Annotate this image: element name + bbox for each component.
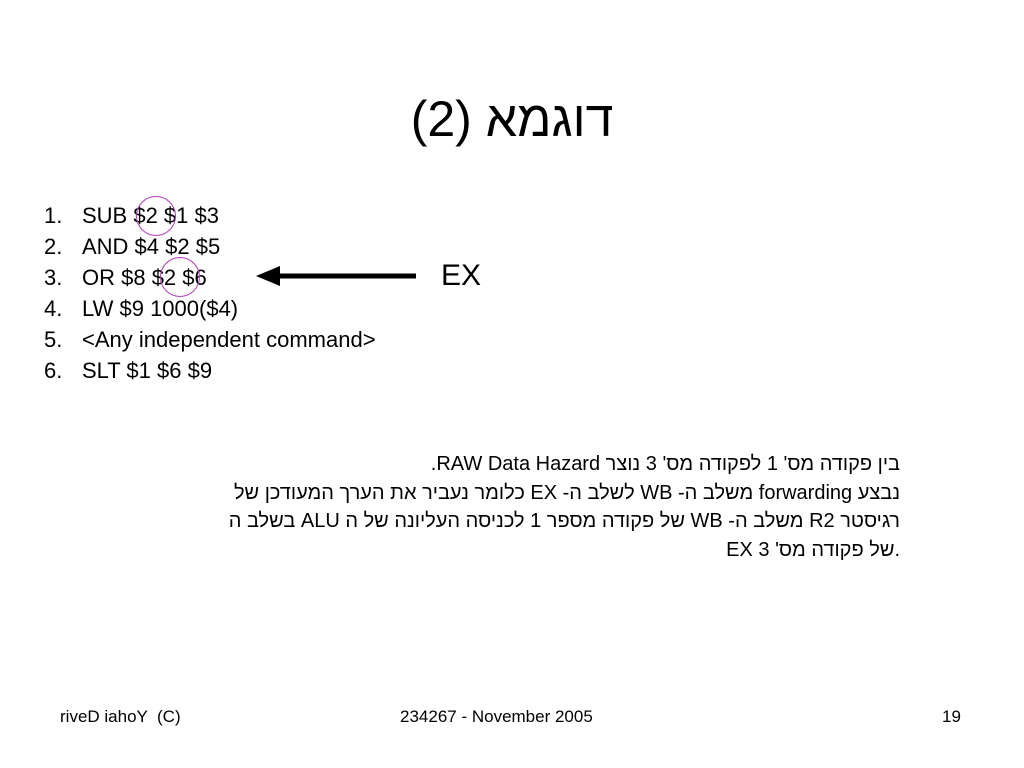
instruction-text: LW $9 1000($4) (82, 296, 239, 321)
instruction-item: 6. SLT $1 $6 $9 (44, 355, 376, 386)
explanation-line: נבצע forwarding משלב ה- WB לשלב ה- EX כל… (233, 481, 900, 504)
instruction-item: 4. LW $9 1000($4) (44, 293, 376, 324)
ex-stage-label: EX (441, 259, 482, 292)
arrow-left-icon (256, 266, 416, 286)
instruction-item: 2. AND $4 $2 $5 (44, 231, 376, 262)
instruction-number: 2. (44, 234, 63, 259)
instruction-list: 1. SUB $2 $1 $3 2. AND $4 $2 $5 3. OR $8… (44, 200, 376, 386)
instruction-text: SLT $1 $6 $9 (82, 358, 213, 383)
register-highlight-circle-or (160, 257, 200, 297)
explanation-line: בין פקודה מס' 1 לפקודה מס' 3 נוצר RAW Da… (430, 453, 900, 475)
instruction-text: AND $4 $2 $5 (82, 234, 221, 259)
instruction-number: 6. (44, 358, 63, 383)
instruction-item: 1. SUB $2 $1 $3 (44, 200, 376, 231)
explanation-line: EX של פקודה מס' 3. (726, 538, 900, 561)
instruction-number: 1. (44, 203, 63, 228)
instruction-number: 5. (44, 327, 63, 352)
instruction-item: 5. <Any independent command> (44, 324, 376, 355)
slide-title: דוגמא (2) (410, 91, 614, 147)
footer-copyright: riveD iahoY (C) (60, 707, 181, 726)
register-highlight-circle-sub (136, 196, 176, 236)
explanation-paragraph: בין פקודה מס' 1 לפקודה מס' 3 נוצר RAW Da… (70, 450, 900, 564)
instruction-text: <Any independent command> (82, 327, 376, 352)
footer-page-number: 19 (942, 707, 961, 726)
instruction-number: 3. (44, 265, 63, 290)
instruction-number: 4. (44, 296, 63, 321)
explanation-line: רגיסטר R2 משלב ה- WB של פקודה מספר 1 לכנ… (228, 510, 900, 532)
footer-course-date: 234267 - November 2005 (400, 707, 593, 726)
